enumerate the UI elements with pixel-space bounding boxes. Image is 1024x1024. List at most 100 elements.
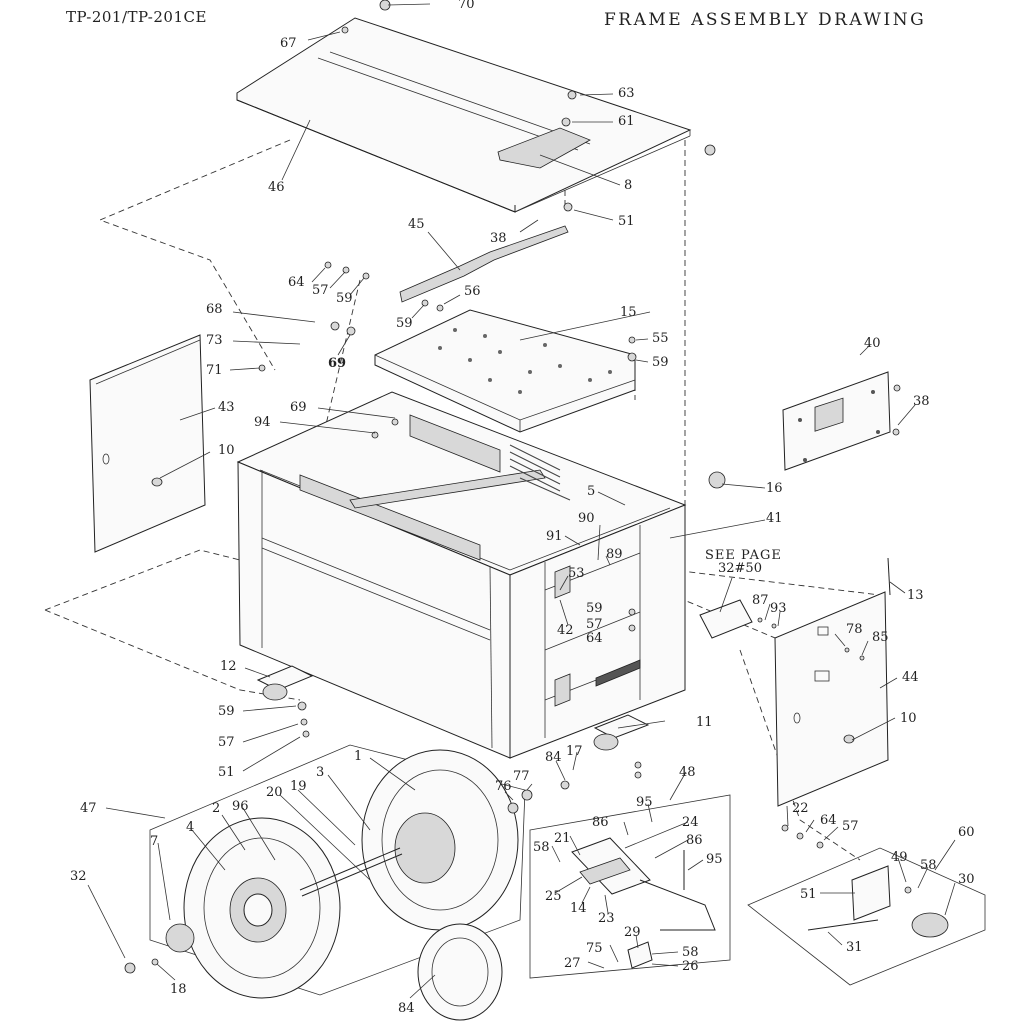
part-callout-63: 63 xyxy=(618,86,635,101)
part-callout-59: 59 xyxy=(336,291,353,306)
part-callout-73: 73 xyxy=(206,333,223,348)
part-callout-18: 18 xyxy=(170,982,187,997)
part-callout-45: 45 xyxy=(408,217,425,232)
part-callout-19: 19 xyxy=(290,779,307,794)
left-side-door xyxy=(89,334,206,553)
part-callout-5: 5 xyxy=(587,484,595,499)
part-callout-28: 28 xyxy=(0,0,17,4)
part-callout-16: 16 xyxy=(766,481,783,496)
see-page-note-line2: 32#50 xyxy=(718,561,762,576)
part-callout-59: 59 xyxy=(396,316,413,331)
part-callout-84: 84 xyxy=(545,750,562,765)
dispenser-wheel-group xyxy=(149,744,526,1021)
part-callout-49: 49 xyxy=(891,850,908,865)
part-callout-17: 17 xyxy=(566,744,583,759)
caster-wheel-left xyxy=(256,665,314,701)
part-callout-24: 24 xyxy=(682,815,699,830)
drawing-model-number: TP-201/TP-201CE xyxy=(66,8,207,26)
part-callout-91: 91 xyxy=(546,529,563,544)
part-callout-57: 57 xyxy=(218,735,235,750)
right-side-door xyxy=(774,591,889,807)
part-callout-58: 58 xyxy=(920,858,937,873)
part-callout-55: 55 xyxy=(652,331,669,346)
part-callout-23: 23 xyxy=(598,911,615,926)
part-callout-93: 93 xyxy=(770,601,787,616)
part-callout-69: 69 xyxy=(328,356,346,371)
part-callout-13: 13 xyxy=(907,588,924,603)
part-callout-96: 96 xyxy=(232,799,249,814)
top-cover-panel xyxy=(236,17,692,213)
part-callout-20: 20 xyxy=(266,785,283,800)
part-callout-75: 75 xyxy=(586,941,603,956)
part-callout-32: 32 xyxy=(70,869,87,884)
part-callout-58: 58 xyxy=(533,840,550,855)
caster-wheel-right xyxy=(593,714,650,751)
part-callout-61: 61 xyxy=(618,114,635,129)
part-callout-77: 77 xyxy=(513,769,530,784)
part-callout-76: 76 xyxy=(495,779,512,794)
part-callout-68: 68 xyxy=(206,302,223,317)
part-callout-47: 47 xyxy=(80,801,97,816)
part-callout-14: 14 xyxy=(570,901,587,916)
part-callout-90: 90 xyxy=(578,511,595,526)
part-callout-53: 53 xyxy=(568,566,585,581)
part-callout-29: 29 xyxy=(624,925,641,940)
part-callout-64: 64 xyxy=(586,631,603,646)
table-plate xyxy=(374,309,636,433)
part-callout-15: 15 xyxy=(620,305,637,320)
part-callout-38: 38 xyxy=(913,394,930,409)
bracket-assembly-group xyxy=(747,847,986,986)
part-callout-71: 71 xyxy=(206,363,223,378)
drawing-title: FRAME ASSEMBLY DRAWING xyxy=(604,10,927,30)
part-callout-48: 48 xyxy=(679,765,696,780)
part-callout-59: 59 xyxy=(586,601,603,616)
part-callout-51: 51 xyxy=(618,214,635,229)
part-callout-57: 57 xyxy=(312,283,329,298)
callout-leader-lines xyxy=(87,3,956,999)
part-callout-22: 22 xyxy=(792,801,809,816)
part-callout-4: 4 xyxy=(186,820,194,835)
part-callout-2: 2 xyxy=(212,801,220,816)
part-callout-64: 64 xyxy=(820,813,837,828)
part-callout-10: 10 xyxy=(900,711,917,726)
foot-pedal-group xyxy=(529,794,731,979)
part-callout-59: 59 xyxy=(652,355,669,370)
part-callout-3: 3 xyxy=(316,765,324,780)
part-callout-46: 46 xyxy=(268,180,285,195)
part-callout-7: 7 xyxy=(150,834,158,849)
part-callout-10: 10 xyxy=(218,443,235,458)
part-callout-95: 95 xyxy=(706,852,723,867)
part-callout-42: 42 xyxy=(557,623,574,638)
part-callout-78: 78 xyxy=(846,622,863,637)
part-callout-26: 26 xyxy=(682,959,699,974)
part-callout-89: 89 xyxy=(606,547,623,562)
part-callout-38: 38 xyxy=(490,231,507,246)
part-callout-87: 87 xyxy=(752,593,769,608)
part-callout-84: 84 xyxy=(398,1001,415,1016)
guide-rail-bar xyxy=(399,225,569,303)
part-callout-40: 40 xyxy=(864,336,881,351)
part-callout-56: 56 xyxy=(464,284,481,299)
main-frame-body xyxy=(236,391,687,759)
part-callout-44: 44 xyxy=(902,670,919,685)
part-callout-67: 67 xyxy=(280,36,297,51)
part-callout-1: 1 xyxy=(354,749,362,764)
part-callout-86: 86 xyxy=(686,833,703,848)
part-callout-58: 58 xyxy=(682,945,699,960)
part-callout-11: 11 xyxy=(696,715,713,730)
part-callout-51: 51 xyxy=(218,765,235,780)
part-callout-70: 70 xyxy=(458,0,475,12)
part-callout-94: 94 xyxy=(254,415,271,430)
part-callout-57: 57 xyxy=(842,819,859,834)
part-callout-43: 43 xyxy=(218,400,235,415)
part-callout-30: 30 xyxy=(958,872,975,887)
part-callout-12: 12 xyxy=(220,659,237,674)
control-circuit-board xyxy=(782,371,891,471)
part-callout-31: 31 xyxy=(846,940,863,955)
part-callout-60: 60 xyxy=(958,825,975,840)
part-callout-95: 95 xyxy=(636,795,653,810)
part-callout-85: 85 xyxy=(872,630,889,645)
part-callout-21: 21 xyxy=(554,831,571,846)
